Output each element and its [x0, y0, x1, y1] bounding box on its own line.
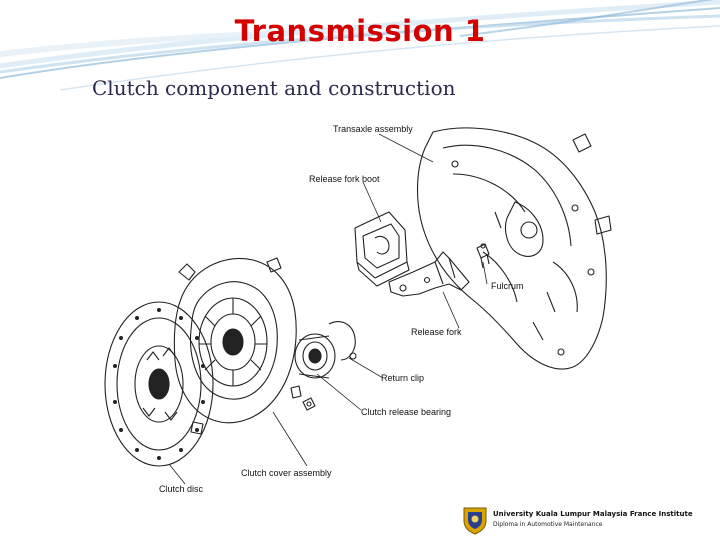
slide-title: Transmission 1	[234, 14, 486, 48]
leader-lines	[168, 133, 488, 485]
clutch-exploded-diagram: Transaxle assembly Release fork boot Ful…	[103, 112, 620, 504]
release-bearing-drawing	[294, 333, 336, 379]
bolts-drawing	[302, 397, 316, 411]
university-crest-icon	[463, 507, 487, 535]
label-fulcrum: Fulcrum	[491, 281, 524, 291]
slide-subtitle: Clutch component and construction	[92, 76, 456, 100]
label-transaxle-assembly: Transaxle assembly	[333, 124, 413, 134]
footer-program: Diploma in Automotive Maintenance	[493, 521, 603, 528]
clutch-disc-drawing	[104, 301, 214, 467]
release-fork-boot-drawing	[354, 211, 410, 287]
clutch-line-drawing	[104, 127, 612, 485]
label-clutch-cover-assembly: Clutch cover assembly	[241, 468, 332, 478]
label-clutch-disc: Clutch disc	[159, 484, 204, 494]
label-return-clip: Return clip	[381, 373, 425, 383]
release-fork-drawing	[388, 251, 470, 297]
return-clip-drawing	[328, 321, 357, 361]
background-swoosh	[0, 0, 720, 91]
clutch-cover-drawing	[173, 257, 302, 435]
label-clutch-release-bearing: Clutch release bearing	[361, 407, 452, 417]
fulcrum-drawing	[476, 243, 490, 269]
footer-institution: University Kuala Lumpur Malaysia France …	[493, 510, 693, 518]
label-release-fork-boot: Release fork boot	[309, 174, 380, 184]
label-release-fork: Release fork	[411, 327, 462, 337]
